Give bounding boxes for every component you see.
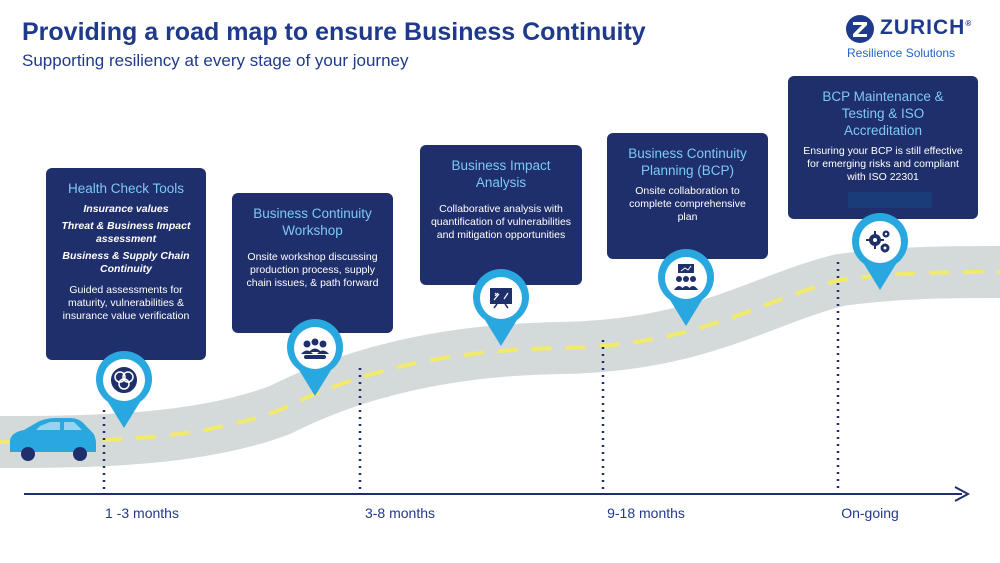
- logo-wordmark: ZURICH®: [880, 16, 973, 39]
- stage-card-maintenance: BCP Maintenance & Testing & ISO Accredit…: [788, 76, 978, 219]
- stage-card-impact-analysis: Business Impact Analysis Collaborative a…: [420, 145, 582, 285]
- stage-body: Guided assessments for maturity, vulnera…: [62, 284, 190, 322]
- zurich-logo: ZURICH® Resilience Solutions: [842, 14, 982, 64]
- stage-card-health-check: Health Check Tools Insurance values Thre…: [46, 168, 206, 360]
- pin-health-check: [96, 351, 152, 428]
- stage-body: Onsite collaboration to complete compreh…: [629, 185, 746, 223]
- timeline-label-3: 9-18 months: [607, 505, 685, 521]
- stage-title: Health Check Tools: [67, 181, 185, 196]
- stage-body: Ensuring your BCP is still effective for…: [803, 145, 963, 183]
- group-meeting-icon: [301, 338, 329, 359]
- stage-card-workshop: Business Continuity Workshop Onsite work…: [232, 193, 393, 333]
- stage-title: BCP Maintenance & Testing & ISO Accredit…: [822, 89, 944, 138]
- stage-title: Business Continuity Workshop: [253, 206, 372, 238]
- logo-subtitle: Resilience Solutions: [847, 46, 956, 60]
- stage-body: Onsite workshop discussing production pr…: [246, 251, 379, 289]
- venn-diagram-icon: [111, 367, 137, 393]
- team-presentation-icon: [674, 264, 698, 290]
- iso-badge-placeholder: [848, 192, 932, 208]
- stage-item: Insurance values: [83, 203, 169, 215]
- stage-item: Business & Supply Chain Continuity: [62, 250, 190, 275]
- pin-impact-analysis: [473, 269, 529, 346]
- car-icon: [10, 418, 96, 461]
- stage-title: Business Impact Analysis: [451, 158, 551, 190]
- pin-maintenance: [852, 213, 908, 290]
- gears-icon: [866, 230, 890, 253]
- timeline-arrowhead: [954, 486, 971, 502]
- pin-workshop: [287, 319, 343, 396]
- timeline-label-1: 1 -3 months: [105, 505, 179, 521]
- stage-card-bcp: Business Continuity Planning (BCP) Onsit…: [607, 133, 768, 259]
- stage-title: Business Continuity Planning (BCP): [628, 146, 747, 178]
- zurich-z-logo-icon: [846, 15, 874, 43]
- page-subtitle: Supporting resiliency at every stage of …: [22, 51, 409, 70]
- timeline-label-4: On-going: [841, 505, 899, 521]
- stage-item: Threat & Business Impact assessment: [61, 220, 191, 245]
- page-title: Providing a road map to ensure Business …: [22, 18, 646, 46]
- road-center-line: [0, 270, 1000, 444]
- stage-body: Collaborative analysis with quantificati…: [430, 203, 572, 241]
- pin-bcp: [658, 249, 714, 326]
- timeline-label-2: 3-8 months: [364, 505, 436, 521]
- whiteboard-strategy-icon: [490, 288, 512, 309]
